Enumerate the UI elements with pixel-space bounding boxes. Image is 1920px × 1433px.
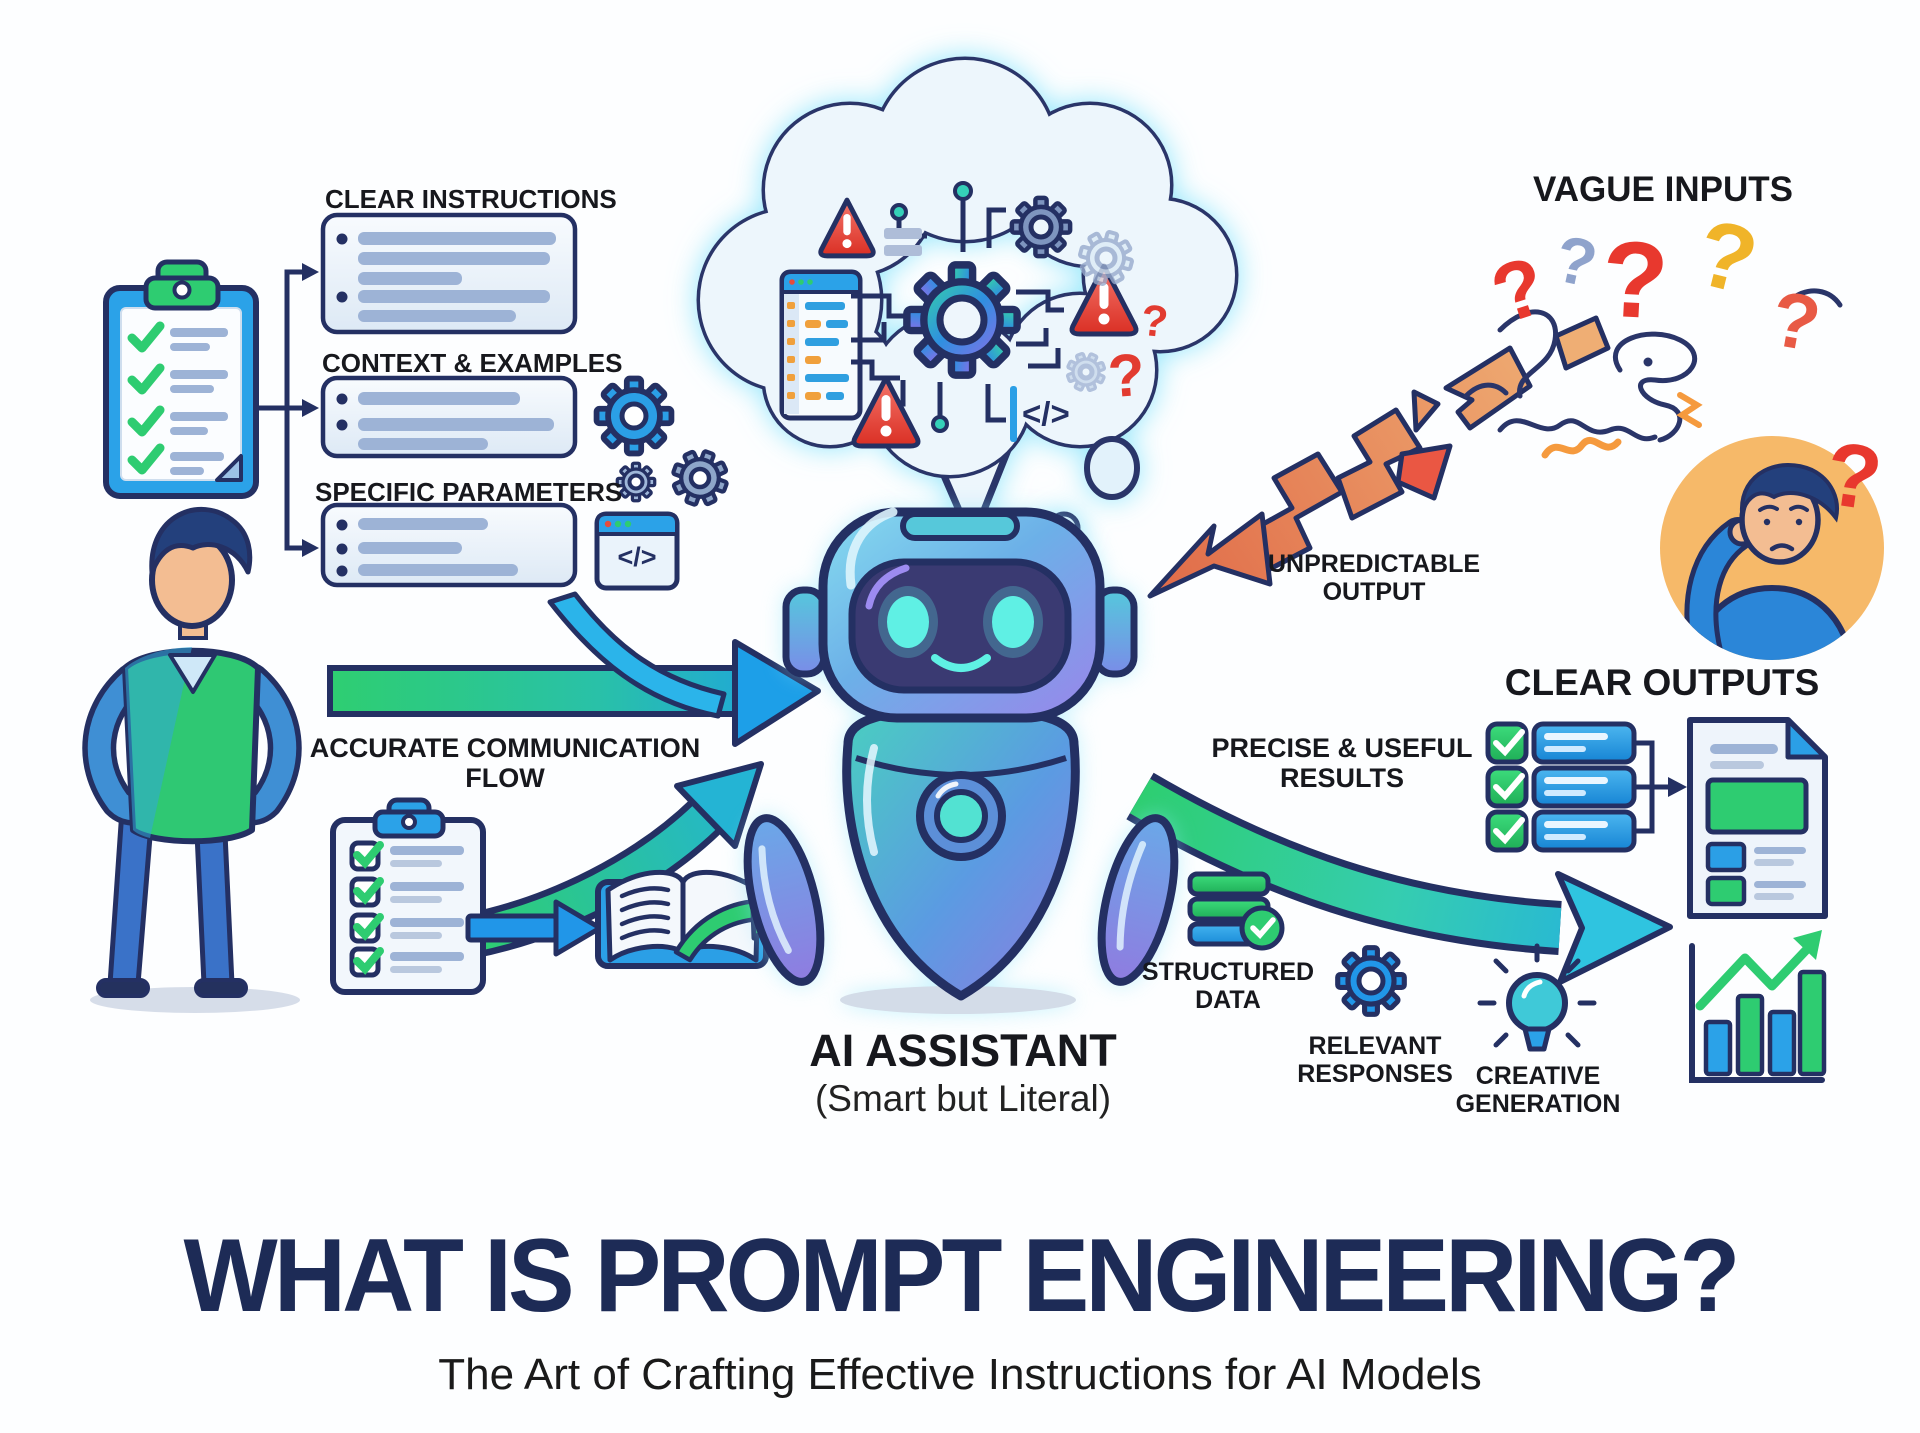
label-accurate-communication: ACCURATE COMMUNICATION FLOW	[309, 733, 701, 794]
label-clear-outputs: CLEAR OUTPUTS	[1504, 662, 1820, 703]
circuit-node-icon	[890, 181, 973, 433]
label-relevant-responses: RELEVANT RESPONSES	[1297, 1032, 1453, 1088]
prompt-box-context-examples	[320, 375, 578, 459]
subtitle: The Art of Crafting Effective Instructio…	[438, 1350, 1482, 1399]
accurate-flow-arrow	[327, 591, 821, 747]
label-clear-instructions: CLEAR INSTRUCTIONS	[325, 184, 617, 214]
database-icon	[1187, 871, 1285, 951]
gear-icon	[1059, 345, 1113, 399]
open-book-icon	[595, 869, 803, 969]
label-context-examples: CONTEXT & EXAMPLES	[322, 348, 623, 378]
document-icon	[1687, 717, 1828, 919]
connector-bracket	[258, 263, 319, 557]
robot-shadow	[840, 986, 1076, 1014]
gear-icon	[665, 443, 734, 512]
main-title: WHAT IS PROMPT ENGINEERING?	[183, 1218, 1741, 1334]
code-editor-icon	[779, 269, 863, 421]
label-ai-assistant: AI ASSISTANT	[809, 1025, 1117, 1076]
checklist-clipboard-icon	[330, 797, 486, 995]
code-window-icon	[594, 511, 680, 591]
bar-chart-icon	[1689, 930, 1827, 1083]
robot-smile	[931, 654, 991, 672]
label-structured-data: STRUCTURED DATA	[1141, 958, 1315, 1014]
broken-arrow	[1147, 315, 1611, 599]
code-icon: </>	[1022, 395, 1070, 432]
cloud-contents	[779, 181, 1140, 446]
prompt-box-clear-instructions	[320, 212, 578, 335]
thought-bubble	[1084, 436, 1140, 500]
clipboard-to-book-arrow	[465, 899, 603, 957]
robot-head-slot	[900, 511, 1020, 541]
equals-icon	[884, 228, 922, 256]
gear-icon	[1012, 198, 1070, 256]
gear-icon	[1072, 224, 1140, 292]
robot-face-screen	[848, 558, 1072, 694]
label-creative-generation: CREATIVE GENERATION	[1455, 1062, 1621, 1118]
label-vague-inputs: VAGUE INPUTS	[1533, 170, 1793, 209]
ribbon-connector	[547, 591, 727, 719]
output-checklist	[1485, 721, 1687, 853]
results-arrow	[1126, 772, 1673, 985]
vague-squiggles	[1463, 288, 1843, 459]
relevant-gear-icon	[1338, 948, 1405, 1015]
clipboard-icon	[103, 259, 259, 499]
label-ai-tagline: (Smart but Literal)	[814, 1078, 1112, 1119]
prompt-box-specific-parameters	[320, 502, 578, 588]
question-mark-icon: ?	[1105, 340, 1147, 411]
gear-icon	[907, 265, 1017, 375]
label-specific-parameters: SPECIFIC PARAMETERS	[315, 477, 623, 507]
cursor-icon	[1010, 386, 1017, 442]
gear-icon	[597, 379, 672, 454]
user-figure	[82, 506, 302, 1013]
question-mark-icon: ?	[1598, 217, 1672, 342]
robot-ears	[782, 586, 1138, 678]
gear-icon	[615, 461, 657, 503]
code-icon: </>	[617, 542, 657, 572]
label-unpredictable-output: UNPREDICTABLE OUTPUT	[1267, 550, 1481, 606]
lightbulb-icon	[1477, 943, 1597, 1052]
robot-avatar	[743, 507, 1179, 1014]
robot-eyes	[878, 586, 1043, 658]
robot-fins	[743, 814, 1179, 986]
question-mark-icon: ?	[1138, 295, 1171, 348]
label-precise-results: PRECISE & USEFUL RESULTS	[1211, 733, 1473, 794]
check-icon	[127, 321, 165, 475]
